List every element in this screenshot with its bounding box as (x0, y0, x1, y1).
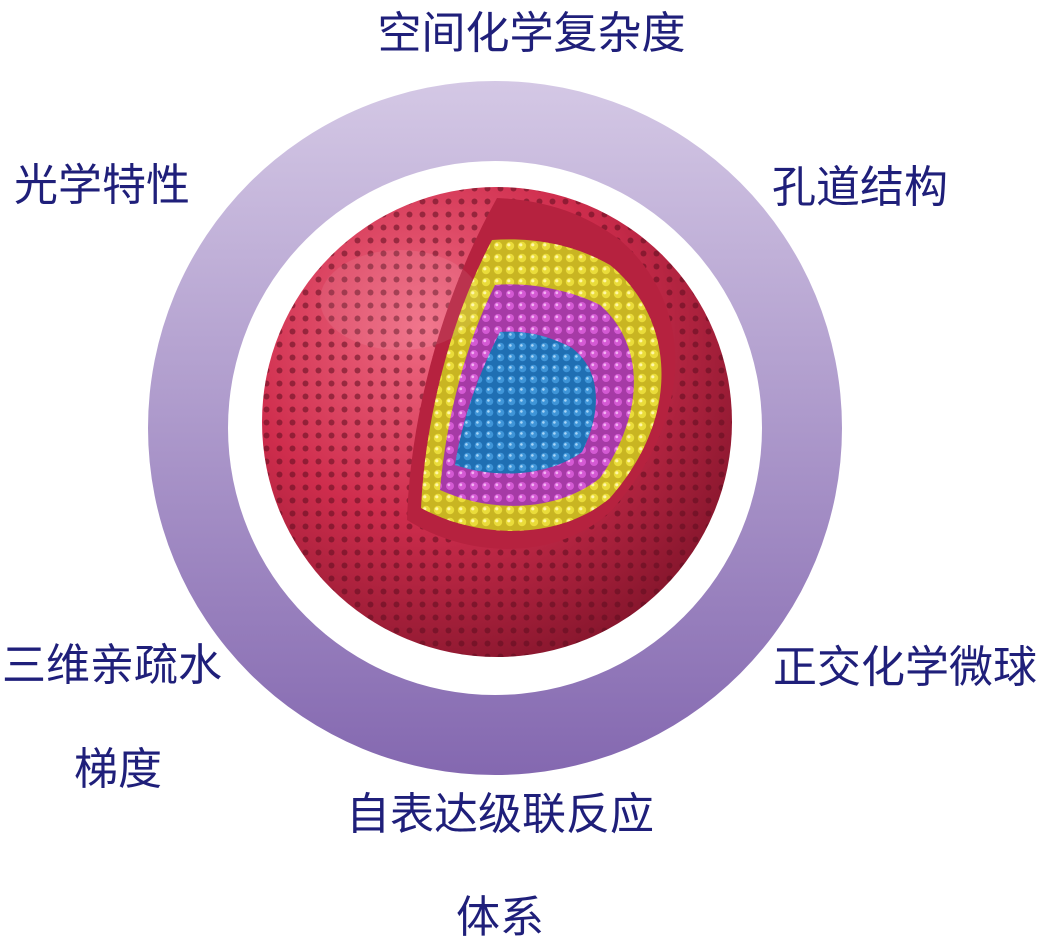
label-cascade-reaction-line2: 体系 (456, 892, 544, 943)
label-orthogonal-chemical-microsphere: 正交化学微球 (773, 642, 1037, 693)
label-hydrophobicity-gradient-line1: 三维亲疏水 (2, 640, 222, 691)
label-cascade-reaction-line1: 自表达级联反应 (346, 789, 654, 840)
label-spatial-chemical-complexity: 空间化学复杂度 (377, 8, 686, 59)
label-hydrophobicity-gradient-line2: 梯度 (74, 744, 162, 795)
label-optical-properties: 光学特性 (14, 160, 190, 211)
microsphere (262, 187, 732, 657)
label-pore-structure: 孔道结构 (772, 162, 948, 213)
